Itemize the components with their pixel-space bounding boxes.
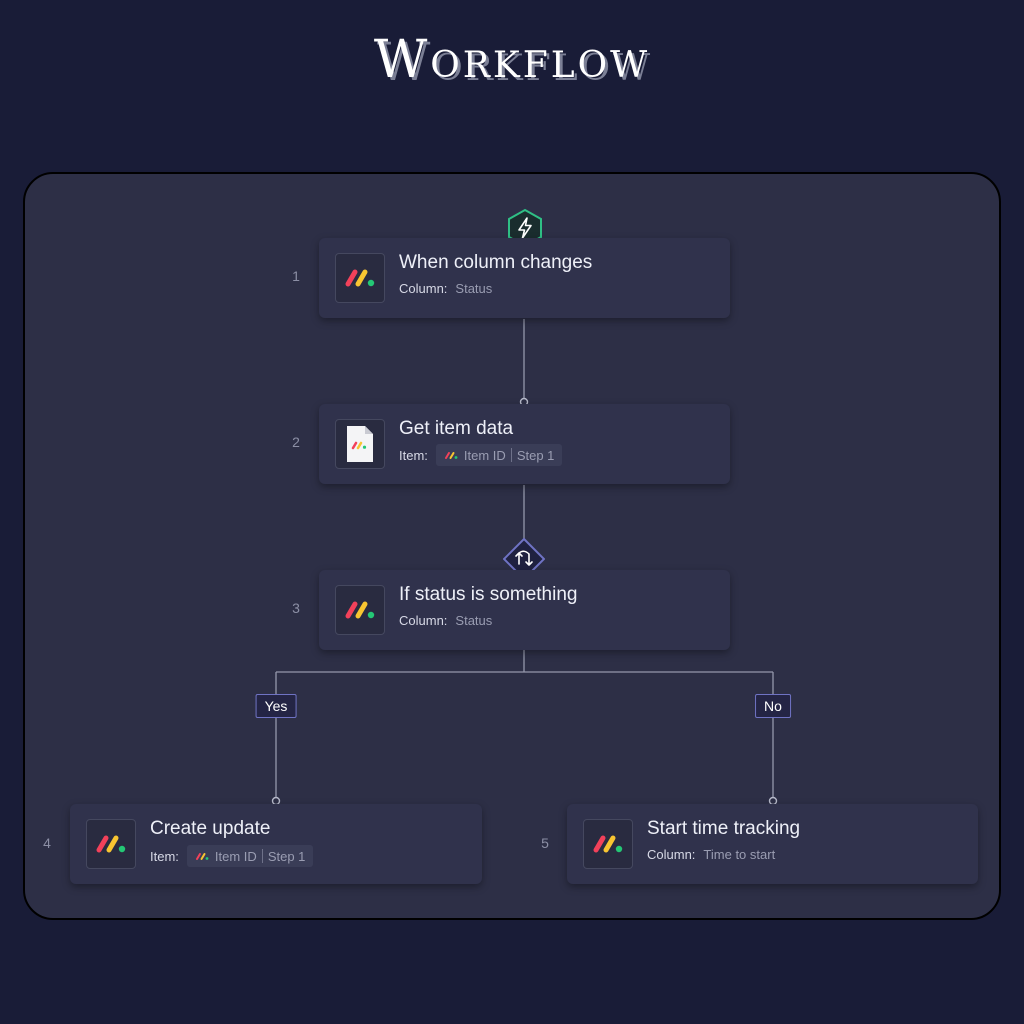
chip-item-label: Item ID xyxy=(214,848,257,864)
step-number: 1 xyxy=(292,268,300,284)
field-value: Time to start xyxy=(703,847,776,862)
chip-step-label: Step 1 xyxy=(516,447,555,463)
step-start-time-tracking[interactable]: Start time tracking Column: Time to star… xyxy=(567,804,978,884)
step-number: 4 xyxy=(43,835,51,851)
step-title: Get item data xyxy=(399,418,514,439)
monday-logo-icon xyxy=(583,819,633,869)
field-label: Column: xyxy=(399,613,448,628)
monday-logo-icon xyxy=(335,253,385,303)
field-label: Item: xyxy=(399,447,428,463)
monday-logo-icon xyxy=(86,819,136,869)
monday-logo-icon xyxy=(335,585,385,635)
branch-no-label[interactable]: No xyxy=(755,694,791,718)
page-title: Workflow xyxy=(373,30,651,90)
step-field: Column: Status xyxy=(399,613,492,628)
field-label: Column: xyxy=(647,847,696,862)
step-get-item-data[interactable]: Get item data Item: Item ID Step 1 xyxy=(319,404,730,484)
step-when-column-changes[interactable]: When column changes Column: Status xyxy=(319,238,730,318)
document-icon xyxy=(335,419,385,469)
step-create-update[interactable]: Create update Item: Item ID Step 1 xyxy=(70,804,482,884)
step-title: When column changes xyxy=(399,252,593,273)
step-field: Column: Status xyxy=(399,281,492,296)
step-field: Item: Item ID Step 1 xyxy=(399,444,563,466)
item-id-chip[interactable]: Item ID Step 1 xyxy=(186,845,314,867)
step-title: Start time tracking xyxy=(647,818,801,839)
step-title: If status is something xyxy=(399,584,578,605)
field-label: Item: xyxy=(150,848,179,864)
chip-separator xyxy=(510,448,512,462)
step-number: 5 xyxy=(541,835,549,851)
field-value: Status xyxy=(455,613,493,628)
step-field: Column: Time to start xyxy=(647,847,775,862)
monday-logo-icon xyxy=(195,852,209,861)
chip-item-label: Item ID xyxy=(463,447,506,463)
step-number: 2 xyxy=(292,434,300,450)
chip-separator xyxy=(261,849,263,863)
step-if-status-is-something[interactable]: If status is something Column: Status xyxy=(319,570,730,650)
field-value: Status xyxy=(455,281,493,296)
field-label: Column: xyxy=(399,281,448,296)
step-title: Create update xyxy=(150,818,271,839)
step-field: Item: Item ID Step 1 xyxy=(150,845,314,867)
branch-yes-label[interactable]: Yes xyxy=(255,694,297,718)
item-id-chip[interactable]: Item ID Step 1 xyxy=(435,444,563,466)
step-number: 3 xyxy=(292,600,300,616)
monday-logo-icon xyxy=(444,451,458,460)
chip-step-label: Step 1 xyxy=(267,848,306,864)
